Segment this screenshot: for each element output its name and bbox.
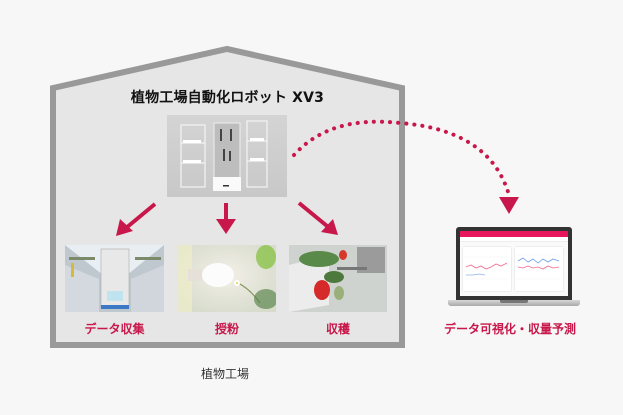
dashboard-chart-panel: [463, 247, 511, 291]
function-label-harvest: 収穫: [325, 322, 350, 336]
laptop-screen: [456, 227, 572, 300]
dotted-arrow-head: [499, 197, 519, 214]
pollination-image: [178, 245, 276, 312]
robot-image: [167, 115, 287, 197]
arrow-to-pollination: [216, 203, 236, 234]
function-label-data-collection: データ収集: [84, 322, 145, 336]
arrow-to-harvest: [297, 201, 338, 235]
diagram-title: 植物工場自動化ロボット XV3: [130, 90, 325, 106]
factory-label: 植物工場: [200, 367, 249, 381]
arrow-to-data-collection: [116, 202, 157, 236]
dashboard-header: [460, 231, 568, 237]
laptop-dashboard-icon: [448, 227, 580, 315]
dotted-arrow-to-dashboard: [292, 119, 511, 197]
dashboard-screen: [460, 231, 568, 296]
harvest-image: [289, 245, 387, 312]
laptop-base: [448, 300, 580, 306]
output-label: データ可視化・収量予測: [443, 322, 576, 336]
dashboard-chart-panel: [515, 247, 563, 291]
dashboard-tabs: [460, 237, 568, 242]
data-collection-image: [65, 245, 164, 312]
function-label-pollination: 授粉: [214, 322, 239, 336]
laptop-notch: [500, 300, 528, 303]
